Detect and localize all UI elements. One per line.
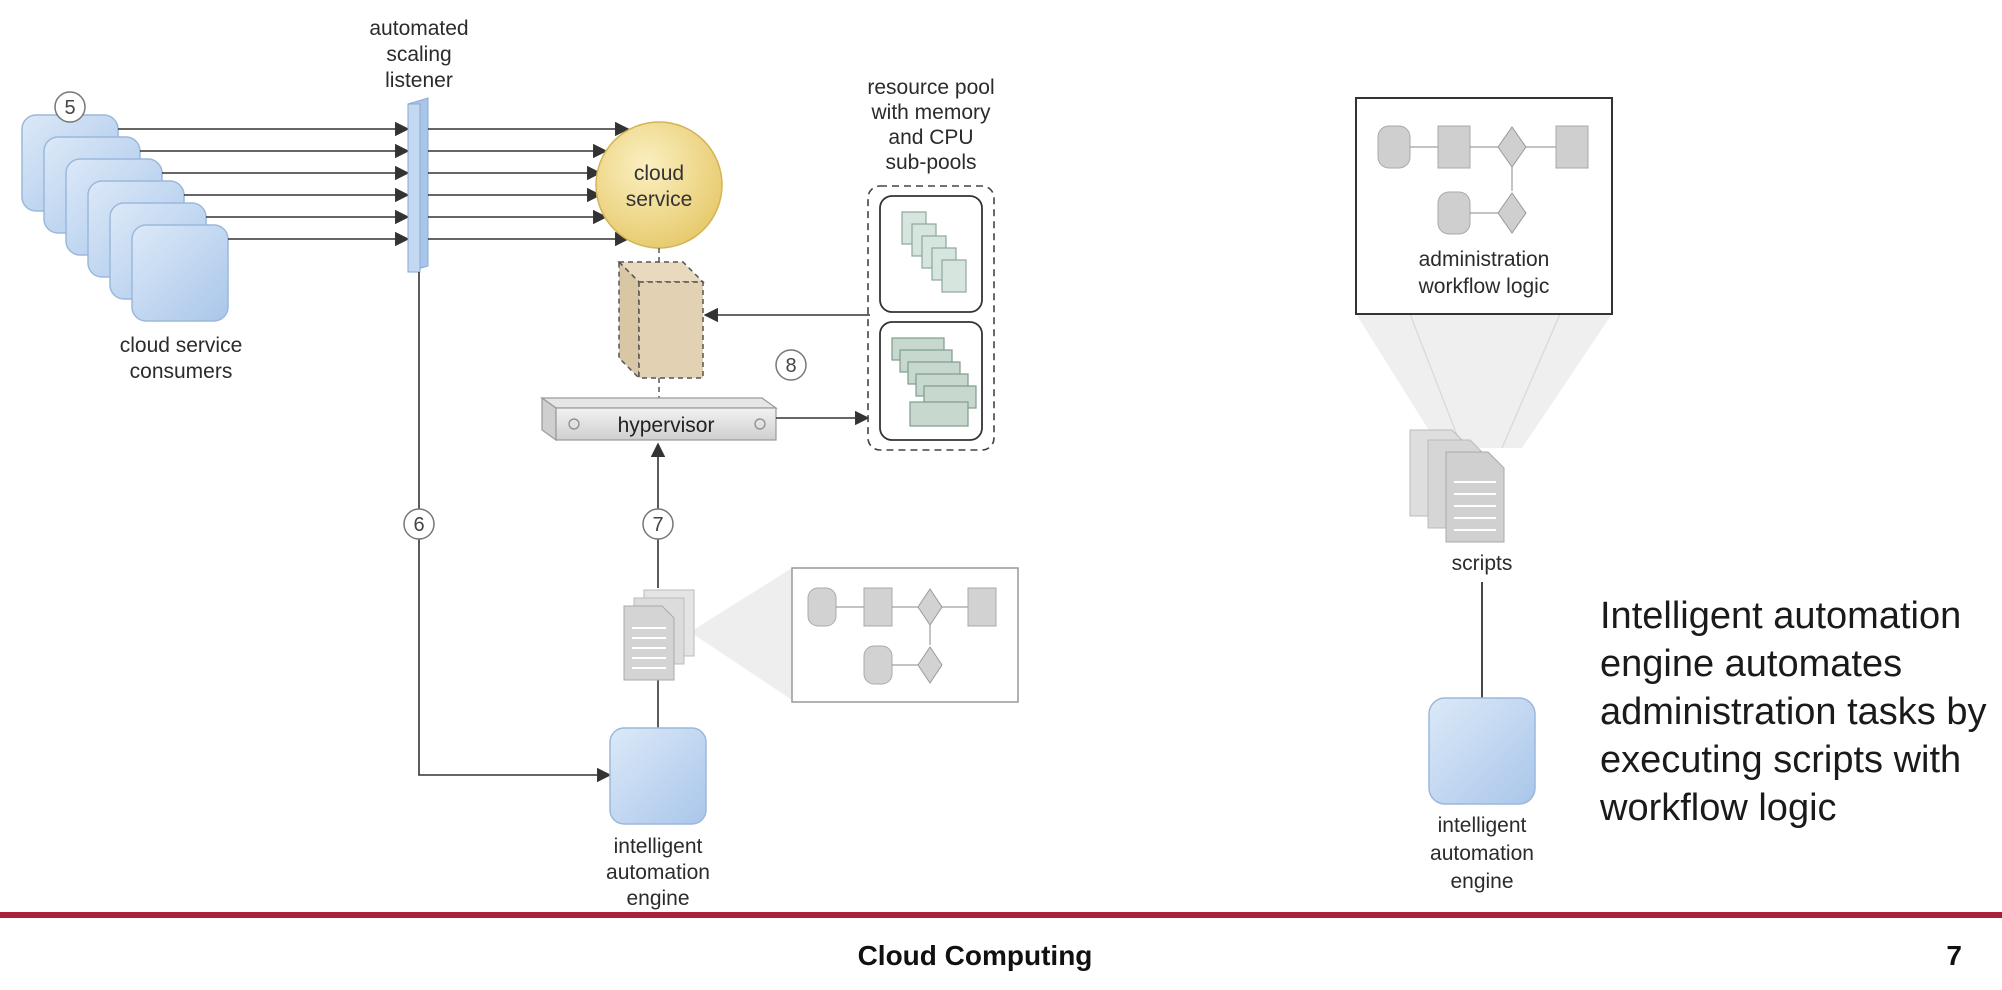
cloud-service-label-line2: service xyxy=(626,188,693,211)
automation-engine-label-right: intelligent automation engine xyxy=(1430,814,1534,893)
workflow-label-line2: workflow logic xyxy=(1418,275,1550,298)
svg-text:engine: engine xyxy=(1450,870,1513,893)
svg-text:automated: automated xyxy=(369,17,468,40)
cloud-service-consumers-label: cloud service consumers xyxy=(120,334,243,383)
memory-sub-pool-icon xyxy=(891,337,977,427)
svg-text:with memory: with memory xyxy=(870,101,991,124)
caption-text: Intelligent automation engine automates … xyxy=(1600,595,1987,829)
automation-engine-icon-right xyxy=(1428,697,1536,805)
svg-text:listener: listener xyxy=(385,69,453,92)
consumer-request-arrows xyxy=(118,121,410,247)
svg-text:sub-pools: sub-pools xyxy=(885,151,976,174)
automation-engine-icon xyxy=(609,727,707,825)
step-6-number: 6 xyxy=(413,514,424,536)
workflow-label-line1: administration xyxy=(1419,248,1550,271)
cloud-service-consumers-icon xyxy=(21,114,229,322)
listener-to-engine-arrow xyxy=(418,272,612,783)
workflow-zoom-beam xyxy=(1356,314,1612,448)
step-7-number: 7 xyxy=(652,514,663,536)
svg-text:scaling: scaling xyxy=(386,43,451,66)
script-document-icon xyxy=(623,589,695,681)
step-7-marker: 7 xyxy=(642,508,674,540)
forwarded-request-arrows xyxy=(428,121,630,247)
step-5-number: 5 xyxy=(64,97,75,119)
step-8-marker: 8 xyxy=(775,349,807,381)
resource-pool-icon xyxy=(867,185,995,451)
step-8-number: 8 xyxy=(785,355,796,377)
footer-title: Cloud Computing xyxy=(857,940,1093,971)
svg-text:and CPU: and CPU xyxy=(888,126,973,149)
workflow-logic-icon xyxy=(807,587,997,685)
step-6-marker: 6 xyxy=(403,508,435,540)
step-5-marker: 5 xyxy=(54,91,86,123)
administration-workflow-box: administration workflow logic xyxy=(1355,97,1613,315)
virtual-server-icon xyxy=(617,248,705,404)
svg-text:engine: engine xyxy=(626,887,689,910)
automation-engine-label: intelligent automation engine xyxy=(606,835,710,910)
svg-text:automation: automation xyxy=(606,861,710,884)
svg-text:intelligent: intelligent xyxy=(614,835,703,858)
scripts-icon: scripts xyxy=(1409,429,1513,575)
resource-pool-label: resource pool with memory and CPU sub-po… xyxy=(867,76,994,174)
administration-workflow-icon xyxy=(1377,125,1589,235)
automated-scaling-listener-icon xyxy=(407,97,429,273)
workflow-zoom-beam-lines xyxy=(1409,313,1561,449)
cloud-service-icon: cloud service xyxy=(595,121,723,249)
svg-text:intelligent: intelligent xyxy=(1438,814,1527,837)
svg-text:consumers: consumers xyxy=(130,360,233,383)
hypervisor-label: hypervisor xyxy=(618,414,715,437)
hypervisor-icon: hypervisor xyxy=(540,396,778,442)
svg-text:resource pool: resource pool xyxy=(867,76,994,99)
page-number: 7 xyxy=(1946,940,1962,971)
svg-text:cloud service: cloud service xyxy=(120,334,243,357)
footer-accent-bar xyxy=(0,912,2002,918)
workflow-zoom-callout xyxy=(690,567,1019,703)
automated-scaling-listener-label: automated scaling listener xyxy=(369,17,468,92)
cpu-sub-pool-icon xyxy=(901,211,967,293)
scripts-label: scripts xyxy=(1452,552,1513,575)
svg-text:automation: automation xyxy=(1430,842,1534,865)
cloud-service-label-line1: cloud xyxy=(634,162,684,185)
